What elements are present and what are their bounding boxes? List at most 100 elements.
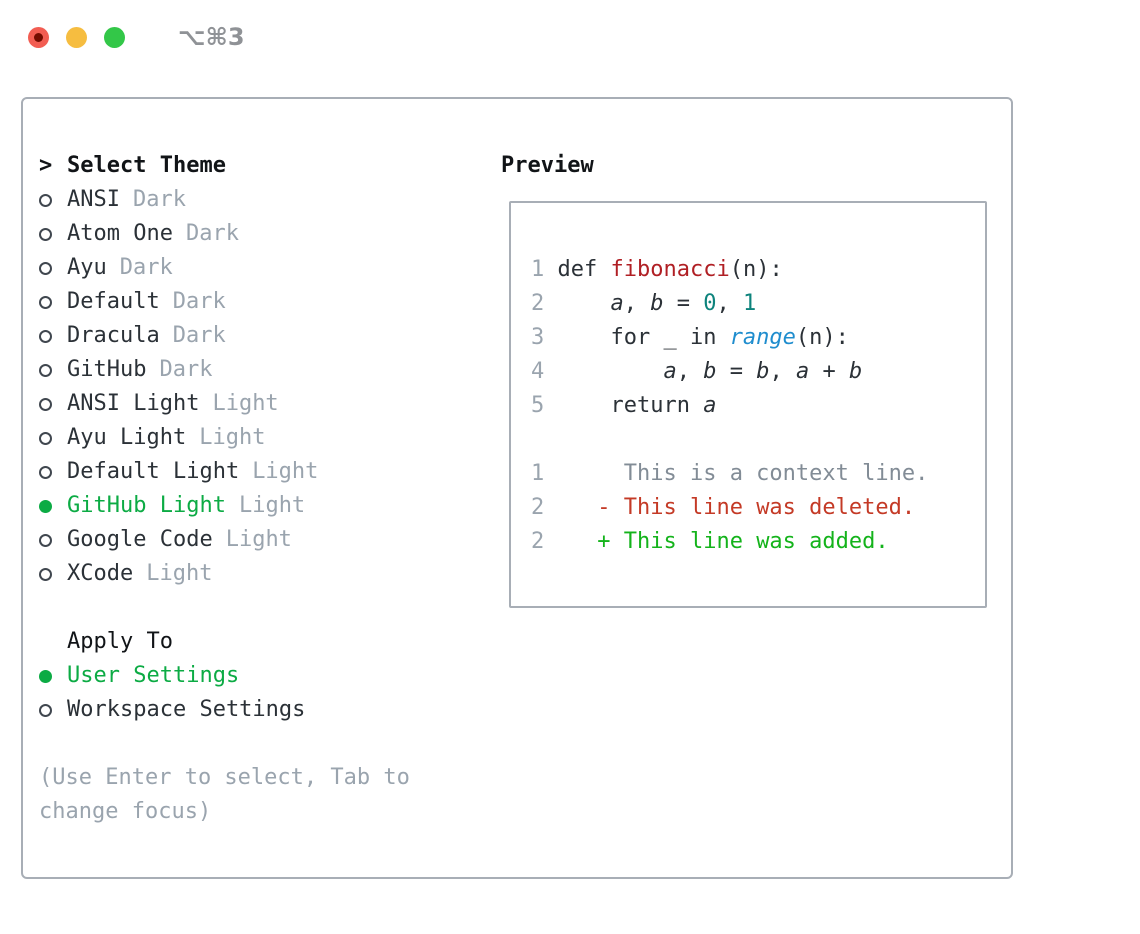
code-segment-plain — [558, 461, 624, 486]
radio-cell — [39, 295, 67, 309]
radio-cell — [39, 567, 67, 581]
radio-cell — [39, 363, 67, 377]
minimize-button-icon[interactable] — [66, 26, 87, 48]
code-segment-var: a — [703, 393, 717, 418]
code-line-9: 2 + This line was added. — [531, 525, 985, 559]
radio-cell — [39, 227, 67, 241]
radio-cell — [39, 261, 67, 275]
theme-variant-label: Light — [252, 459, 319, 484]
radio-selected-icon[interactable] — [39, 669, 52, 683]
code-segment-add: + This line was added. — [597, 529, 889, 554]
radio-icon[interactable] — [39, 465, 52, 479]
apply-option-user-settings[interactable]: User Settings — [39, 659, 487, 693]
zoom-button-icon[interactable] — [104, 26, 125, 48]
theme-name: Google Code — [67, 527, 213, 552]
code-segment-plain — [558, 495, 598, 520]
theme-name: GitHub — [67, 357, 147, 382]
code-line-8: 2 - This line was deleted. — [531, 491, 985, 525]
apply-to-title: Apply To — [67, 629, 173, 654]
theme-variant-label: Dark — [172, 323, 226, 348]
preview-column: Preview 1 def fibonacci(n):2 a, b = 0, 1… — [487, 149, 995, 877]
code-segment-plain: (n): — [729, 257, 783, 282]
theme-name: Ayu — [67, 255, 107, 280]
radio-icon[interactable] — [39, 533, 52, 547]
apply-option-label: User Settings — [67, 663, 240, 688]
theme-variant-label: Dark — [159, 357, 213, 382]
radio-selected-icon[interactable] — [39, 499, 52, 513]
radio-icon[interactable] — [39, 227, 52, 241]
apply-option-workspace-settings[interactable]: Workspace Settings — [39, 693, 487, 727]
theme-option-default-light[interactable]: Default Light Light — [39, 455, 487, 489]
radio-icon[interactable] — [39, 567, 52, 581]
select-theme-title: Select Theme — [67, 153, 226, 178]
radio-icon[interactable] — [39, 329, 52, 343]
select-theme-header: > Select Theme — [39, 149, 487, 183]
code-segment-lineno: 4 — [531, 359, 558, 384]
radio-icon[interactable] — [39, 295, 52, 309]
code-segment-plain: = — [716, 359, 757, 384]
preview-title: Preview — [501, 153, 594, 178]
radio-icon[interactable] — [39, 703, 52, 717]
radio-icon[interactable] — [39, 431, 52, 445]
code-segment-plain: , — [716, 291, 743, 316]
radio-cell — [39, 193, 67, 207]
apply-option-label: Workspace Settings — [67, 697, 306, 722]
code-segment-context: This is a context line. — [623, 461, 929, 486]
code-segment-lineno: 1 — [531, 257, 558, 282]
code-line-6 — [531, 423, 985, 457]
unsaved-dot-icon — [34, 32, 43, 42]
radio-icon[interactable] — [39, 261, 52, 275]
radio-cell — [39, 533, 67, 547]
theme-variant-label: Light — [199, 425, 266, 450]
code-segment-plain: def — [557, 257, 611, 282]
theme-name: Atom One — [67, 221, 173, 246]
theme-variant-label: Light — [146, 561, 213, 586]
code-segment-lineno: 2 — [531, 529, 558, 554]
theme-option-xcode[interactable]: XCode Light — [39, 557, 487, 591]
code-segment-num: 1 — [742, 291, 757, 316]
theme-option-github[interactable]: GitHub Dark — [39, 353, 487, 387]
theme-variant-label: Dark — [185, 221, 239, 246]
code-line-5: 5 return a — [531, 389, 985, 423]
code-segment-plain: = — [663, 291, 704, 316]
code-segment-plain: , — [769, 359, 796, 384]
code-line-2: 2 a, b = 0, 1 — [531, 287, 985, 321]
code-segment-num: 0 — [703, 291, 717, 316]
radio-icon[interactable] — [39, 397, 52, 411]
radio-icon[interactable] — [39, 193, 52, 207]
theme-name: Default Light — [67, 459, 240, 484]
cursor-chevron-icon: > — [39, 153, 53, 178]
radio-icon[interactable] — [39, 363, 52, 377]
close-button-icon[interactable] — [28, 26, 49, 48]
code-segment-lineno: 5 — [531, 393, 558, 418]
theme-variant-label: Light — [238, 493, 306, 518]
code-segment-var: b — [650, 291, 664, 316]
code-segment-plain — [558, 291, 611, 316]
code-segment-plain: (n): — [795, 325, 849, 350]
theme-name: XCode — [67, 561, 134, 586]
theme-name: Default — [67, 289, 160, 314]
radio-cell — [39, 499, 67, 513]
code-segment-func: fibonacci — [610, 257, 730, 282]
theme-option-atom-one[interactable]: Atom One Dark — [39, 217, 487, 251]
radio-cell — [39, 431, 67, 445]
code-segment-var: b — [756, 359, 770, 384]
code-segment-var: a — [663, 359, 677, 384]
code-segment-lineno: 1 — [531, 461, 558, 486]
title-bar: ⌥⌘3 — [0, 0, 1140, 74]
theme-variant-label: Light — [212, 391, 279, 416]
code-segment-plain: return — [557, 393, 704, 418]
code-segment-var: a — [610, 291, 624, 316]
code-line-3: 3 for _ in range(n): — [531, 321, 985, 355]
